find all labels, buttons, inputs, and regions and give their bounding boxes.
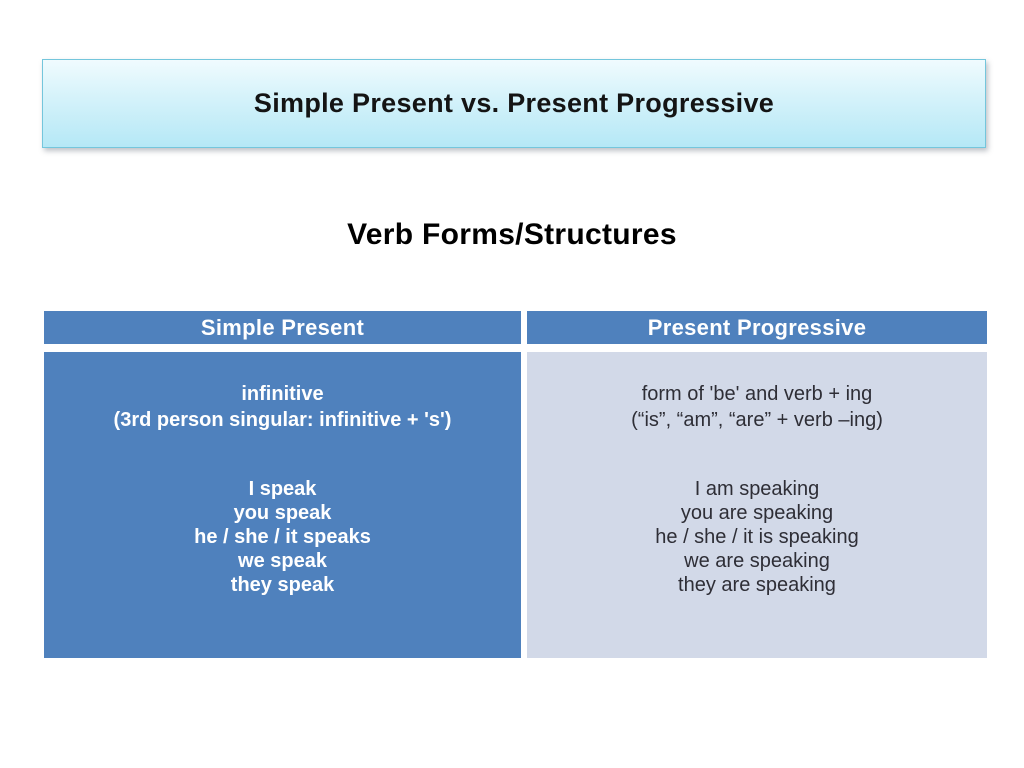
structure-block: form of 'be' and verb + ing (“is”, “am”,…: [527, 381, 987, 433]
slide-title: Simple Present vs. Present Progressive: [253, 88, 775, 118]
column-body-present-progressive: form of 'be' and verb + ing (“is”, “am”,…: [527, 352, 987, 658]
structure-line: infinitive: [241, 383, 324, 405]
structure-line: form of 'be' and verb + ing: [641, 383, 873, 405]
slide-title-box: Simple Present vs. Present Progressive: [42, 59, 986, 148]
example-line: he / she / it speaks: [194, 526, 371, 548]
column-body-simple-present: infinitive (3rd person singular: infinit…: [44, 352, 521, 658]
example-line: we speak: [238, 550, 327, 572]
column-header-simple-present: Simple Present: [44, 311, 521, 344]
structure-line: (3rd person singular: infinitive + 's'): [113, 409, 452, 431]
example-line: I am speaking: [694, 478, 820, 500]
example-line: we are speaking: [684, 550, 830, 572]
example-line: they speak: [230, 574, 335, 596]
example-line: you speak: [233, 502, 332, 524]
example-line: they are speaking: [678, 574, 836, 596]
example-line: he / she / it is speaking: [655, 526, 859, 548]
structure-block: infinitive (3rd person singular: infinit…: [44, 381, 521, 433]
column-present-progressive: Present Progressive form of 'be' and ver…: [527, 311, 987, 658]
structure-line: (“is”, “am”, “are” + verb –ing): [631, 409, 883, 431]
column-simple-present: Simple Present infinitive (3rd person si…: [44, 311, 521, 658]
slide-subtitle: Verb Forms/Structures: [347, 218, 677, 251]
column-header-present-progressive: Present Progressive: [527, 311, 987, 344]
examples-block: I am speaking you are speaking he / she …: [527, 477, 987, 597]
verb-forms-table: Simple Present infinitive (3rd person si…: [44, 311, 987, 658]
examples-block: I speak you speak he / she / it speaks w…: [44, 477, 521, 597]
example-line: you are speaking: [680, 502, 834, 524]
example-line: I speak: [248, 478, 317, 500]
